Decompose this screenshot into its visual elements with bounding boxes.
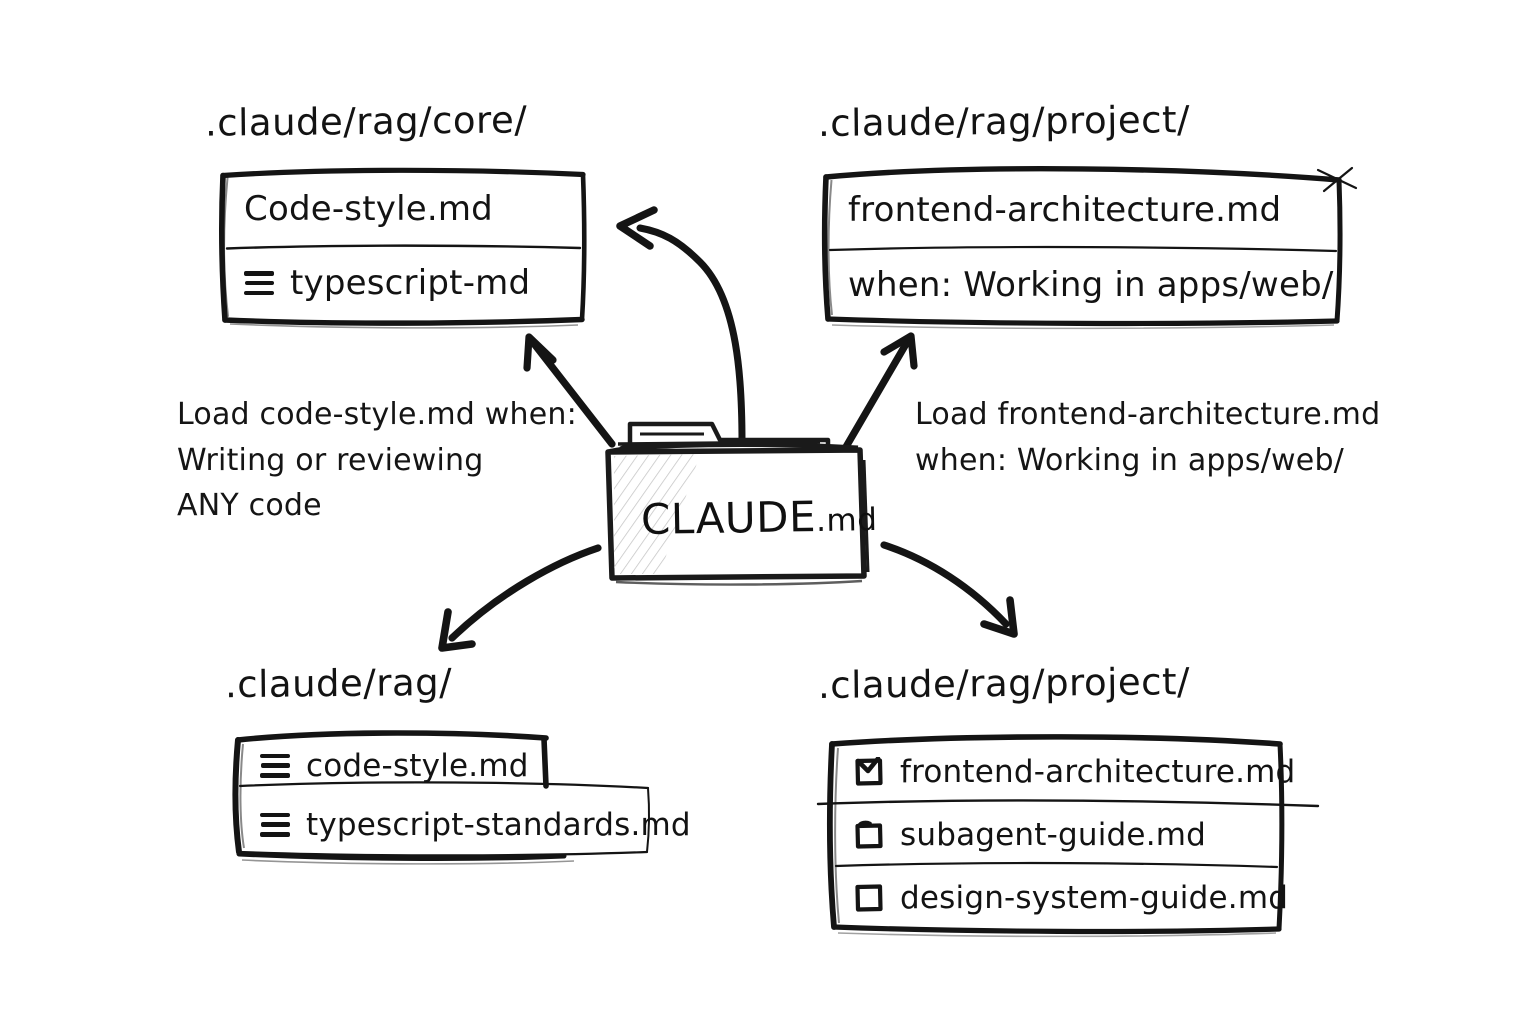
list-item[interactable]: frontend-architecture.md <box>826 172 1338 247</box>
file-name: frontend-architecture.md <box>900 753 1296 790</box>
list-item[interactable]: typescript-md <box>222 246 584 320</box>
hamburger-icon <box>260 812 290 837</box>
file-name: subagent-guide.md <box>900 816 1207 853</box>
folder-title-ext: .md <box>815 501 878 540</box>
file-name: typescript-standards.md <box>306 806 691 843</box>
file-name: typescript-md <box>290 263 531 303</box>
list-item[interactable]: design-system-guide.md <box>832 867 1288 930</box>
document-icon[interactable] <box>854 820 884 850</box>
folder-title: CLAUDE.md <box>641 491 878 544</box>
condition-text: when: Working in apps/web/ <box>848 264 1334 305</box>
list-item[interactable]: code-style.md <box>238 736 558 795</box>
list-item[interactable]: Code-style.md <box>222 172 584 246</box>
list-item[interactable]: typescript-standards.md <box>238 795 691 854</box>
path-label-rag-project-top: .claude/rag/project/ <box>817 98 1191 145</box>
annotation-left: Load code-style.md when: Writing or revi… <box>177 397 577 524</box>
box-rag-project-detail[interactable]: frontend-architecture.md when: Working i… <box>821 166 1358 330</box>
file-name: code-style.md <box>306 747 529 784</box>
arrow-folder-to-project-curved <box>880 541 1018 638</box>
box-rag-core[interactable]: Code-style.md typescript-md <box>219 167 587 329</box>
list-item[interactable]: subagent-guide.md <box>832 803 1278 866</box>
hamburger-icon <box>244 271 274 295</box>
checkbox-empty-icon[interactable] <box>854 883 884 913</box>
box-rag-list[interactable]: code-style.md typescript-standards.md <box>232 730 691 865</box>
arrow-folder-to-core-curved <box>616 206 746 446</box>
path-label-rag-core: .claude/rag/core/ <box>204 98 528 145</box>
annotation-right: Load frontend-architecture.md when: Work… <box>915 397 1381 478</box>
checkbox-checked-icon[interactable] <box>854 756 884 787</box>
path-label-rag: .claude/rag/ <box>224 660 453 707</box>
box-rag-project-files[interactable]: frontend-architecture.md subagent-guide.… <box>816 734 1320 938</box>
list-item[interactable]: when: Working in apps/web/ <box>826 247 1338 322</box>
file-name: design-system-guide.md <box>900 880 1289 917</box>
arrow-folder-to-project-straight <box>839 332 918 456</box>
arrow-folder-to-rag-curved <box>438 544 602 652</box>
path-label-rag-project-bottom: .claude/rag/project/ <box>817 660 1191 707</box>
hamburger-icon <box>260 753 290 778</box>
list-item[interactable]: frontend-architecture.md <box>832 740 1295 803</box>
file-name: frontend-architecture.md <box>848 189 1282 230</box>
file-name: Code-style.md <box>244 189 493 229</box>
folder-title-main: CLAUDE <box>640 492 817 545</box>
